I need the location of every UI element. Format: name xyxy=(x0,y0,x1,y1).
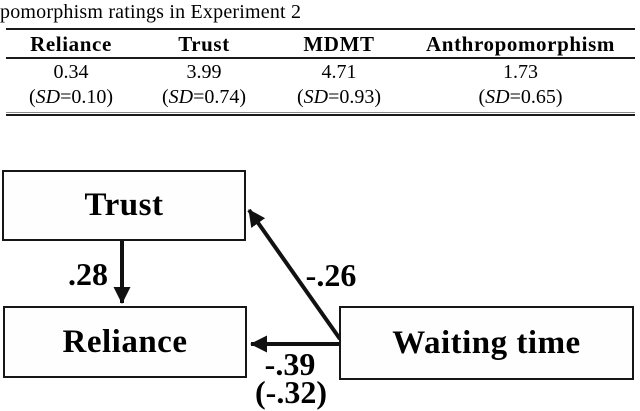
node-waiting-time-label: Waiting time xyxy=(392,324,581,361)
column-header-mdmt: MDMT xyxy=(303,32,375,56)
table-header-rule xyxy=(6,57,635,59)
sd-rest: =0.74) xyxy=(193,86,247,108)
table-caption: pomorphism ratings in Experiment 2 xyxy=(0,1,302,23)
table-bottom-rule-light xyxy=(6,112,635,113)
sd-label: SD xyxy=(168,86,194,108)
node-reliance-label: Reliance xyxy=(62,323,188,360)
table-header-row: Reliance Trust MDMT Anthropomorphism xyxy=(6,31,635,57)
sd-value-mdmt: (SD=0.93) xyxy=(272,85,406,110)
node-reliance: Reliance xyxy=(3,306,247,378)
column-header-reliance: Reliance xyxy=(30,32,112,56)
sd-rest: =0.10) xyxy=(60,86,114,108)
sd-label: SD xyxy=(35,86,61,108)
column-header-anthropomorphism: Anthropomorphism xyxy=(426,32,615,56)
table-sd-row: (SD=0.10) (SD=0.74) (SD=0.93) (SD=0.65) xyxy=(6,85,635,110)
node-trust-label: Trust xyxy=(84,187,164,223)
mean-value-trust: 3.99 xyxy=(186,61,222,83)
node-waiting-time: Waiting time xyxy=(339,306,634,380)
edge-label-waiting-to-trust: -.26 xyxy=(305,257,357,293)
mean-value-reliance: 0.34 xyxy=(53,61,89,83)
sd-rest: =0.93) xyxy=(328,86,382,108)
sd-open: ( xyxy=(478,86,486,108)
sd-value-anthropomorphism: (SD=0.65) xyxy=(406,85,635,110)
sd-label: SD xyxy=(485,86,510,108)
sd-value-reliance: (SD=0.10) xyxy=(6,85,136,110)
sd-label: SD xyxy=(303,86,329,108)
column-header-trust: Trust xyxy=(178,32,230,56)
edge-label-waiting-to-reliance-secondary: (-.32) xyxy=(255,374,327,410)
edge-label-waiting-to-reliance: -.39 xyxy=(264,346,316,382)
sd-rest: =0.65) xyxy=(509,86,563,108)
sd-value-trust: (SD=0.74) xyxy=(136,85,272,110)
sd-open: ( xyxy=(296,86,304,108)
table-means-row: 0.34 3.99 4.71 1.73 xyxy=(6,60,635,84)
mean-value-anthropomorphism: 1.73 xyxy=(503,61,538,83)
sd-open: ( xyxy=(28,86,36,108)
table-top-rule xyxy=(6,28,635,30)
mean-value-mdmt: 4.71 xyxy=(321,61,357,83)
edge-label-trust-to-reliance: .28 xyxy=(68,256,108,292)
node-trust: Trust xyxy=(2,170,246,241)
sd-open: ( xyxy=(161,86,169,108)
table-bottom-rule xyxy=(6,114,635,116)
